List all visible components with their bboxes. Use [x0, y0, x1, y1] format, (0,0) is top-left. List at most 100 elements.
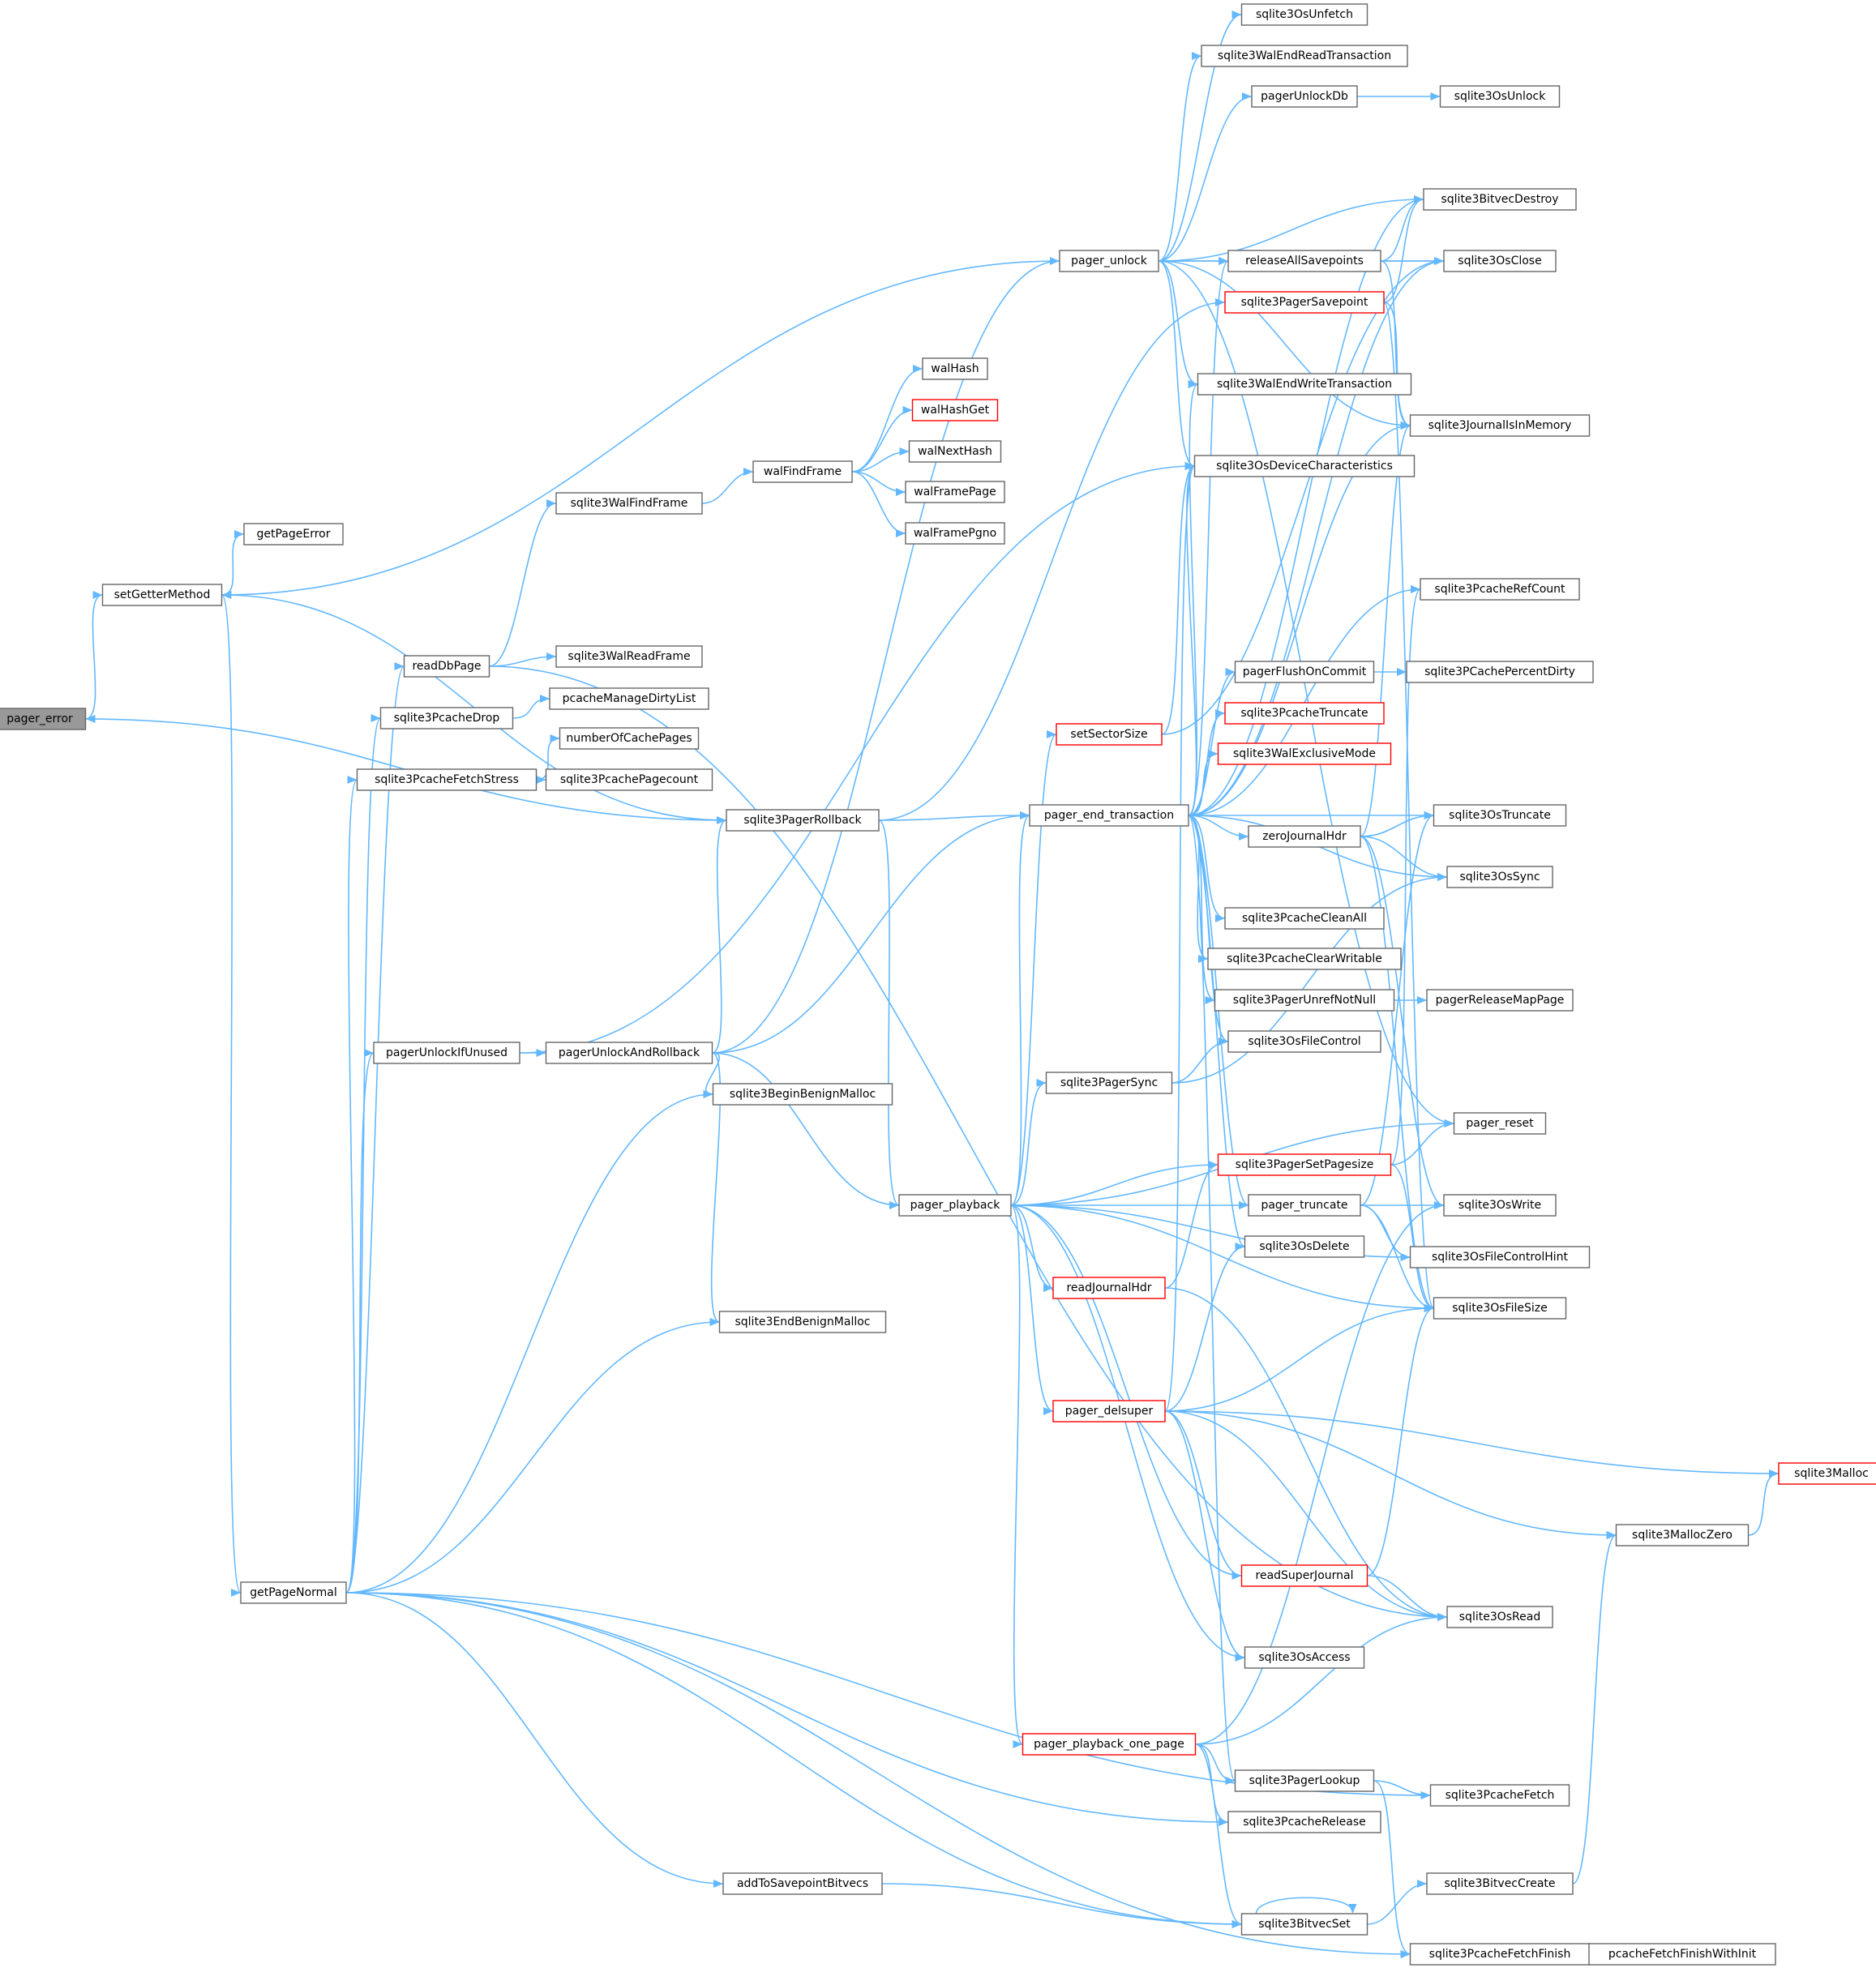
arrowhead: [1215, 298, 1225, 306]
node-sqlite3-os-truncate[interactable]: sqlite3OsTruncate: [1433, 804, 1567, 827]
node-sqlite3-os-file-size[interactable]: sqlite3OsFileSize: [1433, 1297, 1567, 1320]
node-sqlite3-os-sync[interactable]: sqlite3OsSync: [1446, 866, 1553, 888]
node-sqlite3-pager-lookup[interactable]: sqlite3PagerLookup: [1234, 1769, 1375, 1792]
node-release-all-savepoints[interactable]: releaseAllSavepoints: [1227, 250, 1381, 272]
node-sqlite3-pcache-fetch-finish[interactable]: sqlite3PcacheFetchFinish: [1409, 1943, 1591, 1966]
node-sqlite3-pcache-truncate[interactable]: sqlite3PcacheTruncate: [1224, 702, 1385, 725]
arrowhead: [1235, 1653, 1245, 1662]
node-sqlite3-os-device-characteristics[interactable]: sqlite3OsDeviceCharacteristics: [1193, 455, 1416, 477]
node-pager-unlock-and-rollback[interactable]: pagerUnlockAndRollback: [545, 1042, 713, 1064]
edge-sqlite3-malloc-zero-to-sqlite3-malloc: [1748, 1473, 1780, 1536]
node-sqlite3-wal-find-frame[interactable]: sqlite3WalFindFrame: [555, 492, 703, 515]
edge-pager-unlock-to-sqlite3-wal-end-read-transaction: [1158, 55, 1202, 262]
edge-pager-delsuper-to-sqlite3-os-device-characteristics: [1164, 465, 1196, 1412]
node-pcache-manage-dirty-list[interactable]: pcacheManageDirtyList: [549, 687, 709, 710]
node-sqlite3-pcache-percent-dirty[interactable]: sqlite3PCachePercentDirty: [1406, 661, 1594, 683]
edge-pager-playback-one-page-to-sqlite3-os-read: [1195, 1616, 1448, 1745]
node-sqlite3-os-file-control[interactable]: sqlite3OsFileControl: [1227, 1030, 1381, 1053]
node-pager-unlock-if-unused[interactable]: pagerUnlockIfUnused: [373, 1042, 520, 1064]
node-sqlite3-os-access[interactable]: sqlite3OsAccess: [1244, 1646, 1365, 1669]
node-sqlite3-pager-savepoint[interactable]: sqlite3PagerSavepoint: [1224, 291, 1385, 314]
node-read-journal-hdr[interactable]: readJournalHdr: [1052, 1277, 1166, 1299]
node-wal-frame-pgno[interactable]: walFramePgno: [905, 522, 1005, 545]
edge-pager-playback-to-sqlite3-os-file-size: [1010, 1204, 1434, 1309]
node-read-super-journal[interactable]: readSuperJournal: [1240, 1564, 1368, 1587]
node-sqlite3-pcache-fetch[interactable]: sqlite3PcacheFetch: [1429, 1784, 1570, 1807]
node-box: [1056, 723, 1163, 746]
arrowhead: [234, 530, 244, 538]
node-sqlite3-pager-sync[interactable]: sqlite3PagerSync: [1045, 1072, 1173, 1094]
node-box: [555, 492, 703, 515]
node-pager-unlock[interactable]: pager_unlock: [1059, 250, 1159, 272]
node-label: sqlite3PagerSync: [1060, 1076, 1158, 1089]
node-sqlite3-os-close[interactable]: sqlite3OsClose: [1443, 250, 1557, 272]
node-sqlite3-bitvec-set[interactable]: sqlite3BitvecSet: [1240, 1913, 1368, 1936]
node-sqlite3-wal-exclusive-mode[interactable]: sqlite3WalExclusiveMode: [1217, 742, 1392, 765]
node-set-getter-method[interactable]: setGetterMethod: [101, 584, 223, 606]
arrowhead: [221, 591, 232, 599]
node-box: [373, 1042, 520, 1064]
node-pager-flush-on-commit[interactable]: pagerFlushOnCommit: [1234, 661, 1375, 683]
node-pager-end-transaction[interactable]: pager_end_transaction: [1029, 804, 1189, 827]
arrowhead: [231, 1589, 241, 1597]
node-sqlite3-begin-benign-malloc[interactable]: sqlite3BeginBenignMalloc: [712, 1083, 893, 1106]
node-sqlite3-journal-is-in-memory[interactable]: sqlite3JournalIsInMemory: [1409, 414, 1591, 437]
edge-get-page-normal-to-sqlite3-pcache-release: [345, 1592, 1229, 1823]
node-sqlite3-pcache-pagecount[interactable]: sqlite3PcachePagecount: [545, 768, 713, 791]
arrowhead: [1348, 1904, 1357, 1914]
node-sqlite3-malloc-zero[interactable]: sqlite3MallocZero: [1615, 1524, 1750, 1547]
node-read-db-page[interactable]: readDbPage: [403, 655, 490, 678]
node-sqlite3-bitvec-destroy[interactable]: sqlite3BitvecDestroy: [1423, 188, 1577, 211]
node-sqlite3-pcache-clear-writable[interactable]: sqlite3PcacheClearWritable: [1207, 948, 1402, 970]
node-zero-journal-hdr[interactable]: zeroJournalHdr: [1248, 825, 1361, 848]
node-box: [379, 707, 514, 729]
node-pcache-fetch-finish-with-init[interactable]: pcacheFetchFinishWithInit: [1588, 1943, 1776, 1966]
node-sqlite3-wal-read-frame[interactable]: sqlite3WalReadFrame: [555, 645, 703, 668]
node-sqlite3-malloc[interactable]: sqlite3Malloc: [1778, 1462, 1876, 1485]
node-sqlite3-pager-set-pagesize[interactable]: sqlite3PagerSetPagesize: [1217, 1153, 1392, 1176]
node-pager-playback[interactable]: pager_playback: [898, 1194, 1012, 1217]
node-pager-unlock-db[interactable]: pagerUnlockDb: [1251, 85, 1358, 108]
node-sqlite3-pcache-clean-all[interactable]: sqlite3PcacheCleanAll: [1224, 907, 1385, 930]
node-pager-reset[interactable]: pager_reset: [1453, 1112, 1547, 1135]
node-number-of-cache-pages[interactable]: numberOfCachePages: [559, 727, 700, 750]
node-sqlite3-os-file-control-hint[interactable]: sqlite3OsFileControlHint: [1409, 1246, 1591, 1268]
node-sqlite3-pcache-release[interactable]: sqlite3PcacheRelease: [1227, 1811, 1381, 1833]
node-sqlite3-os-unfetch[interactable]: sqlite3OsUnfetch: [1240, 3, 1368, 26]
node-sqlite3-os-unlock[interactable]: sqlite3OsUnlock: [1439, 85, 1561, 108]
arrowhead: [1215, 914, 1225, 922]
node-box: [1406, 661, 1594, 683]
node-box: [1224, 291, 1385, 314]
node-box: [1453, 1112, 1547, 1135]
node-pager-release-map-page[interactable]: pagerReleaseMapPage: [1426, 989, 1574, 1012]
node-sqlite3-os-write[interactable]: sqlite3OsWrite: [1443, 1194, 1557, 1217]
node-sqlite3-pcache-fetch-stress[interactable]: sqlite3PcacheFetchStress: [356, 768, 538, 791]
node-sqlite3-end-benign-malloc[interactable]: sqlite3EndBenignMalloc: [718, 1311, 887, 1333]
node-wal-hash[interactable]: walHash: [922, 357, 988, 380]
node-get-page-error[interactable]: getPageError: [243, 523, 344, 545]
node-pager-truncate[interactable]: pager_truncate: [1248, 1194, 1361, 1217]
node-sqlite3-pcache-drop[interactable]: sqlite3PcacheDrop: [379, 707, 514, 729]
node-pager-playback-one-page[interactable]: pager_playback_one_page: [1022, 1733, 1197, 1756]
arrowhead: [92, 591, 103, 599]
edge-pager-truncate-to-sqlite3-os-truncate: [1360, 815, 1434, 1206]
node-sqlite3-os-delete[interactable]: sqlite3OsDelete: [1244, 1235, 1365, 1258]
node-sqlite3-pcache-ref-count[interactable]: sqlite3PcacheRefCount: [1420, 578, 1580, 601]
node-sqlite3-wal-end-write-transaction[interactable]: sqlite3WalEndWriteTransaction: [1197, 373, 1412, 396]
node-wal-find-frame[interactable]: walFindFrame: [752, 460, 853, 483]
node-sqlite3-pager-rollback[interactable]: sqlite3PagerRollback: [726, 809, 880, 832]
node-pager-error[interactable]: pager_error: [0, 708, 87, 730]
node-label: sqlite3EndBenignMalloc: [735, 1315, 870, 1328]
node-sqlite3-os-read[interactable]: sqlite3OsRead: [1446, 1606, 1553, 1628]
node-wal-hash-get[interactable]: walHashGet: [911, 399, 999, 421]
node-get-page-normal[interactable]: getPageNormal: [240, 1581, 347, 1604]
node-pager-delsuper[interactable]: pager_delsuper: [1052, 1400, 1166, 1422]
node-wal-next-hash[interactable]: walNextHash: [908, 440, 1002, 463]
node-wal-frame-page[interactable]: walFramePage: [905, 481, 1005, 503]
node-add-to-savepoint-bitvecs[interactable]: addToSavepointBitvecs: [722, 1872, 883, 1895]
node-label: sqlite3PagerLookup: [1249, 1774, 1360, 1787]
node-sqlite3-pager-unref-not-null[interactable]: sqlite3PagerUnrefNotNull: [1214, 989, 1395, 1012]
node-sqlite3-wal-end-read-transaction[interactable]: sqlite3WalEndReadTransaction: [1201, 45, 1408, 67]
node-sqlite3-bitvec-create[interactable]: sqlite3BitvecCreate: [1426, 1872, 1574, 1895]
node-set-sector-size[interactable]: setSectorSize: [1056, 723, 1163, 746]
